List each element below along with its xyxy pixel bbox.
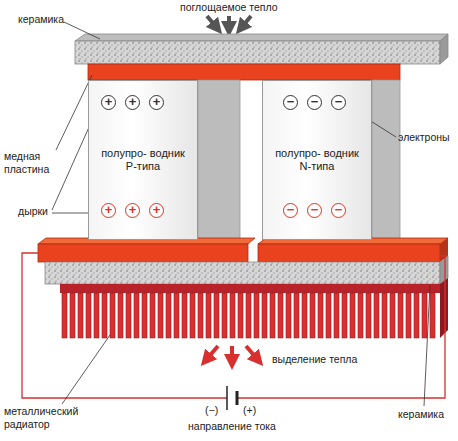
- radiator-fin: [118, 293, 123, 338]
- top-copper-plate: [88, 64, 400, 80]
- radiator-fin: [70, 293, 75, 338]
- part-label: металлический радиатор: [4, 405, 96, 430]
- radiator-fin: [278, 293, 283, 338]
- radiator-fin: [206, 293, 211, 338]
- radiator-fin: [254, 293, 259, 338]
- charge-sign: −: [331, 95, 346, 110]
- part-label: медная пластина: [4, 150, 70, 175]
- radiator-fin: [94, 293, 99, 338]
- part-label: выделение тепла: [272, 353, 357, 366]
- charge-sign: −: [307, 203, 322, 218]
- radiator-fin: [406, 293, 411, 338]
- part-label: керамика: [18, 13, 64, 26]
- radiator-fin: [390, 293, 395, 338]
- radiator-fin: [422, 293, 427, 338]
- radiator-fin: [374, 293, 379, 338]
- top-ceramic: [75, 34, 448, 64]
- radiator-fin: [198, 293, 203, 338]
- charge-sign: +: [149, 203, 164, 218]
- radiator-fin: [326, 293, 331, 338]
- part-label: поглощаемое тепло: [180, 1, 278, 14]
- bottom-copper-plates: [38, 238, 448, 262]
- radiator-fin: [302, 293, 307, 338]
- radiator-fin: [430, 293, 435, 338]
- radiator-fin: [414, 293, 419, 338]
- bottom-ceramic: [45, 256, 448, 284]
- radiator-fin: [230, 293, 235, 338]
- radiator-fin: [158, 293, 163, 338]
- radiator-fin: [238, 293, 243, 338]
- radiator-fin: [214, 293, 219, 338]
- radiator-fin: [262, 293, 267, 338]
- part-label: электроны: [398, 131, 450, 144]
- circuit-wire: [22, 253, 445, 398]
- radiator-fin: [318, 293, 323, 338]
- radiator-fin: [398, 293, 403, 338]
- heat-out-arrows: [206, 346, 258, 362]
- radiator-fin: [102, 293, 107, 338]
- charge-sign: +: [101, 203, 116, 218]
- charge-sign: +: [125, 95, 140, 110]
- charge-sign: −: [283, 95, 298, 110]
- radiator-fin: [190, 293, 195, 338]
- n-leg-side: [372, 80, 400, 240]
- charge-sign: −: [283, 203, 298, 218]
- radiator-fin: [150, 293, 155, 338]
- radiator-fin: [366, 293, 371, 338]
- radiator-fin: [294, 293, 299, 338]
- radiator-fin: [270, 293, 275, 338]
- part-label: направление тока: [188, 420, 276, 433]
- radiator-fin: [358, 293, 363, 338]
- radiator-fin: [286, 293, 291, 338]
- radiator-fin: [350, 293, 355, 338]
- radiator-fin: [222, 293, 227, 338]
- battery-symbol: [227, 386, 237, 410]
- radiator-fin: [126, 293, 131, 338]
- radiator-fin: [382, 293, 387, 338]
- radiator-fin: [310, 293, 315, 338]
- radiator-fin: [86, 293, 91, 338]
- part-label: (+): [243, 404, 256, 417]
- radiator-fin: [62, 293, 67, 338]
- charge-sign: −: [331, 203, 346, 218]
- radiator-fin: [166, 293, 171, 338]
- charge-sign: +: [125, 203, 140, 218]
- radiator-fin: [246, 293, 251, 338]
- charge-sign: +: [149, 95, 164, 110]
- heat-in-arrows: [207, 16, 251, 29]
- radiator-fin: [78, 293, 83, 338]
- radiator-fin: [142, 293, 147, 338]
- radiator-fin: [134, 293, 139, 338]
- leader-lines: [52, 22, 430, 406]
- charge-sign: +: [101, 95, 116, 110]
- leg-label: полупро- водник N-типа: [275, 147, 359, 173]
- p-leg-side: [198, 80, 240, 240]
- part-label: (−): [205, 404, 218, 417]
- radiator-fin: [110, 293, 115, 338]
- leg-label: полупро- водник P-типа: [101, 147, 185, 173]
- part-label: дырки: [18, 205, 48, 218]
- part-label: керамика: [398, 408, 444, 421]
- radiator-fin: [174, 293, 179, 338]
- charge-sign: −: [307, 95, 322, 110]
- metal-radiator: [60, 278, 448, 338]
- radiator-fin: [182, 293, 187, 338]
- radiator-fin: [342, 293, 347, 338]
- radiator-fin: [334, 293, 339, 338]
